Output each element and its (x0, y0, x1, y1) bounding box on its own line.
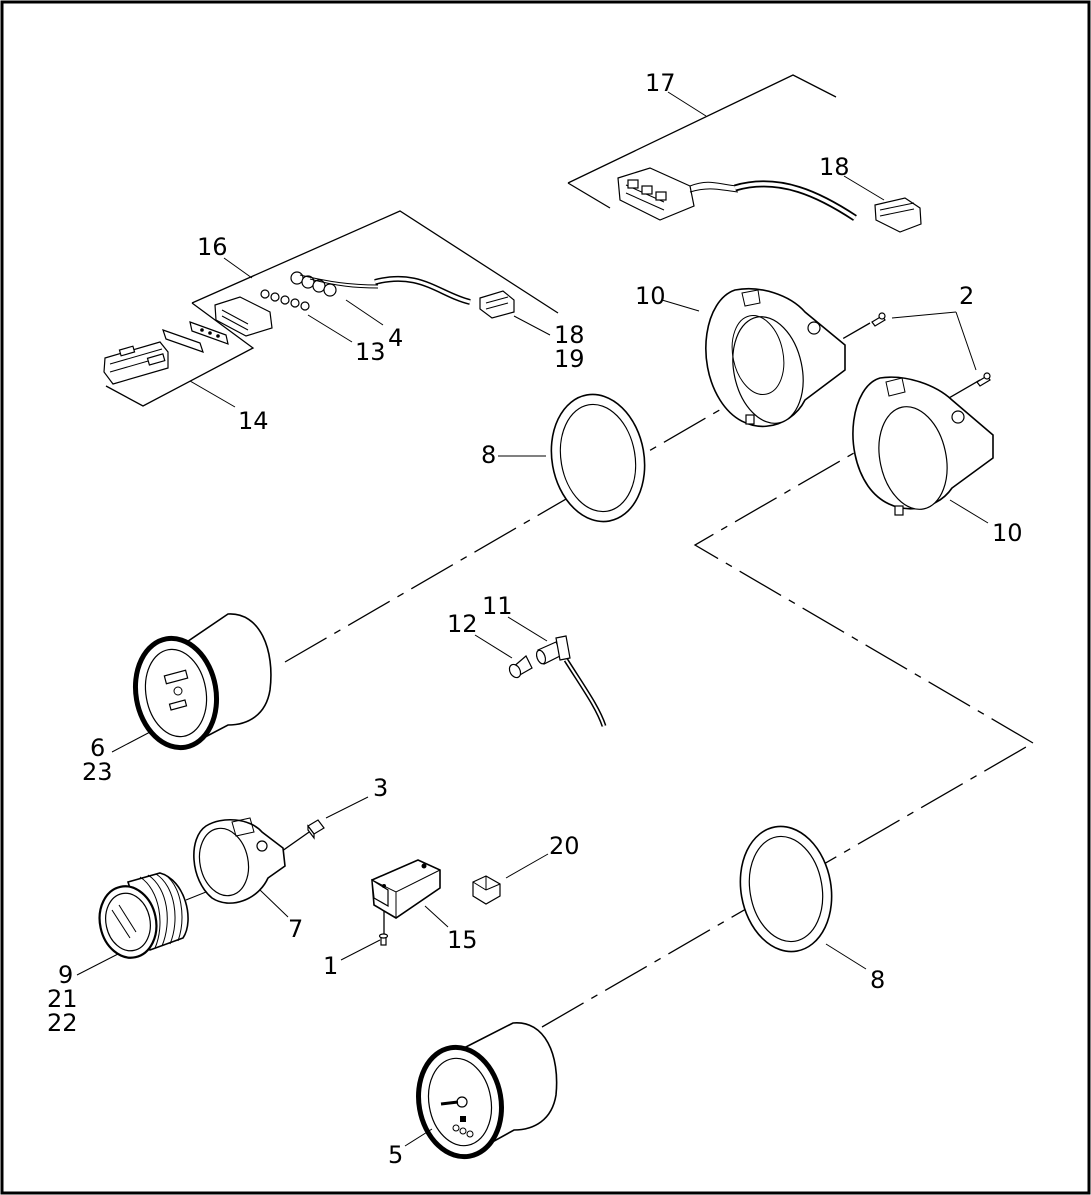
connector-housing-part (103, 321, 229, 385)
callout-23: 23 (82, 758, 113, 786)
callout-16: 16 (197, 233, 228, 261)
callout-15: 15 (447, 926, 478, 954)
sensor-part (535, 635, 607, 727)
callout-8-upper: 8 (481, 441, 496, 469)
leader-lines (76, 91, 989, 1147)
callout-21: 21 (47, 985, 78, 1013)
callout-10-lower: 10 (992, 519, 1023, 547)
callout-12: 12 (447, 610, 478, 638)
callout-8-lower: 8 (870, 966, 885, 994)
callout-2: 2 (959, 282, 974, 310)
callout-11: 11 (482, 592, 513, 620)
sensor-cap-part (508, 655, 533, 679)
callout-18-top: 18 (819, 153, 850, 181)
callout-3: 3 (373, 774, 388, 802)
callout-6: 6 (90, 734, 105, 762)
bezel-ring-lower-part (739, 825, 833, 953)
wiring-harness-part (567, 74, 922, 233)
gauge-bracket-part (193, 817, 286, 904)
nut-part (307, 819, 325, 840)
mounting-cup-upper-part (705, 288, 846, 428)
callout-13: 13 (355, 338, 386, 366)
mounting-cup-lower-part (852, 376, 994, 516)
harness-connector-part (214, 271, 515, 337)
callout-10-upper: 10 (635, 282, 666, 310)
callout-1: 1 (323, 952, 338, 980)
callout-19: 19 (554, 345, 585, 373)
callout-labels: 17 18 16 10 2 4 13 18 19 14 8 10 11 12 6… (47, 69, 1023, 1169)
callout-4: 4 (388, 324, 403, 352)
module-part (371, 859, 441, 919)
callout-7: 7 (288, 915, 303, 943)
callout-14: 14 (238, 407, 269, 435)
bezel-ring-upper-part (550, 393, 646, 523)
callout-9: 9 (58, 961, 73, 989)
callout-17: 17 (645, 69, 676, 97)
gauge-upper-part (132, 613, 272, 751)
small-gauge-part (98, 872, 217, 959)
callout-20: 20 (549, 832, 580, 860)
harness-kit-bracket (105, 210, 559, 407)
gauge-lower-part (416, 1022, 558, 1160)
screw-part (871, 312, 991, 387)
small-connector-part (472, 875, 501, 905)
callout-5: 5 (388, 1141, 403, 1169)
module-screw-part (378, 933, 389, 946)
callout-22: 22 (47, 1009, 78, 1037)
callout-18-mid: 18 (554, 321, 585, 349)
